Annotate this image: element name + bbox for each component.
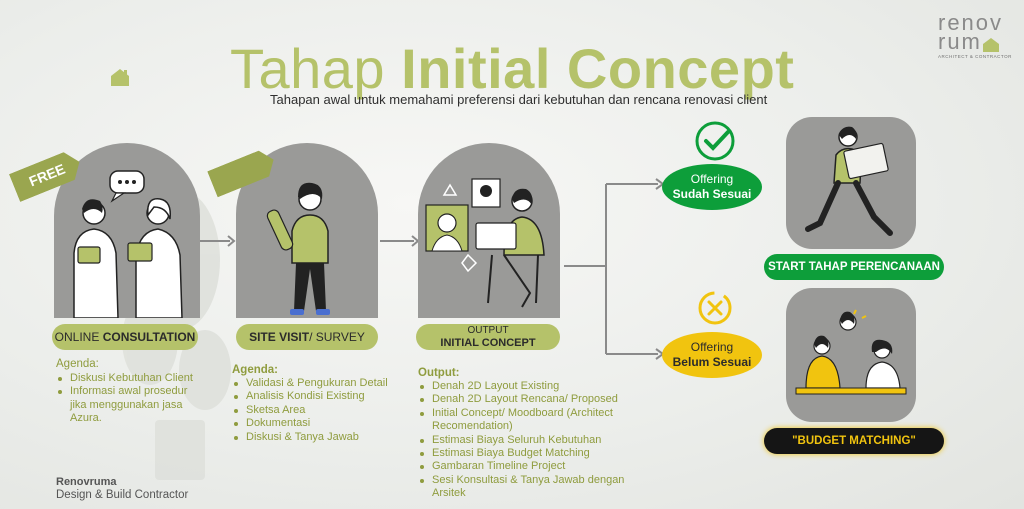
footer-company-tagline: Design & Build Contractor — [56, 489, 189, 501]
page-title: Tahap Initial Concept — [230, 38, 794, 100]
start-planning-label: START TAHAP PERENCANAAN — [768, 261, 940, 273]
page-subtitle: Tahapan awal untuk memahami preferensi d… — [270, 92, 768, 107]
output-list: Output: Denah 2D Layout Existing Denah 2… — [418, 367, 658, 501]
list-item: Validasi & Pengukuran Detail — [232, 377, 402, 390]
free-tag-label: FREE — [26, 160, 68, 190]
list-item: Denah 2D Layout Existing — [418, 380, 658, 393]
budget-card — [786, 288, 916, 422]
output-illustration — [425, 178, 545, 308]
list-item: Informasi awal prosedur jika menggunakan… — [56, 385, 206, 425]
step-label-bold: CONSULTATION — [102, 330, 196, 344]
agenda-heading: Agenda: — [56, 358, 99, 370]
offer-line-1: Offering — [690, 340, 734, 354]
output-heading: Output: — [418, 367, 460, 379]
consultation-agenda: Agenda: Diskusi Kebutuhan Client Informa… — [56, 358, 206, 426]
offer-line-2: Belum Sesuai — [672, 355, 752, 369]
logo-tagline: ARCHITECT & CONTRACTOR — [938, 54, 1012, 59]
offer-sudah-sesuai: Offering Sudah Sesuai — [662, 164, 762, 210]
list-item: Dokumentasi — [232, 417, 402, 430]
offer-belum-sesuai: Offering Belum Sesuai — [662, 332, 762, 378]
list-item: Denah 2D Layout Rencana/ Proposed — [418, 393, 658, 406]
step-label-light: / SURVEY — [309, 330, 365, 344]
list-item: Sketsa Area — [232, 404, 402, 417]
step-label-bold: INITIAL CONCEPT — [440, 337, 536, 349]
list-item: Analisis Kondisi Existing — [232, 390, 402, 403]
budget-matching-label: "BUDGET MATCHING" — [792, 435, 916, 447]
check-icon — [695, 121, 735, 161]
brand-logo: renov rum ARCHITECT & CONTRACTOR — [938, 10, 1018, 60]
step-site-visit: SITE VISIT/ SURVEY — [236, 324, 378, 350]
logo-house-icon — [982, 38, 999, 52]
step-output: OUTPUT INITIAL CONCEPT — [416, 324, 560, 350]
list-item: Estimasi Biaya Budget Matching — [418, 447, 658, 460]
offer-line-2: Sudah Sesuai — [672, 187, 752, 201]
title-bold: Initial Concept — [401, 37, 795, 100]
list-item: Estimasi Biaya Seluruh Kebutuhan — [418, 434, 658, 447]
consultation-card — [54, 143, 200, 318]
planning-illustration — [805, 126, 893, 236]
arrow-right-icon — [380, 235, 420, 247]
list-item: Sesi Konsultasi & Tanya Jawab dengan Ars… — [418, 474, 658, 501]
offer-line-1: Offering — [690, 172, 734, 186]
logo-line-2: rum — [938, 29, 982, 54]
step-label-bold: SITE VISIT — [249, 330, 310, 344]
list-item: Diskusi & Tanya Jawab — [232, 431, 402, 444]
list-item: Initial Concept/ Moodboard (Architect Re… — [418, 407, 618, 434]
list-item: Diskusi Kebutuhan Client — [56, 372, 206, 385]
agenda-heading: Agenda: — [232, 364, 278, 376]
step-label-light: ONLINE — [54, 330, 100, 344]
step-online-consultation: ONLINE CONSULTATION — [52, 324, 198, 350]
step-label-light: OUTPUT — [467, 325, 509, 336]
house-icon — [111, 69, 129, 86]
budget-matching-badge: "BUDGET MATCHING" — [764, 428, 944, 454]
output-card — [418, 143, 560, 318]
title-light: Tahap — [230, 37, 386, 100]
branch-connector — [564, 178, 665, 360]
site-visit-agenda: Agenda: Validasi & Pengukuran Detail Ana… — [232, 364, 402, 444]
logo-line-1: renov — [938, 10, 1004, 35]
list-item: Gambaran Timeline Project — [418, 460, 658, 473]
budget-illustration — [795, 309, 907, 395]
x-icon — [698, 291, 732, 325]
start-planning-badge: START TAHAP PERENCANAAN — [764, 254, 944, 280]
planning-card — [786, 117, 916, 249]
footer-company-name: Renovruma — [56, 476, 117, 488]
arrow-right-icon — [200, 235, 236, 247]
site-visit-illustration — [266, 182, 330, 315]
consultation-illustration — [73, 170, 183, 318]
